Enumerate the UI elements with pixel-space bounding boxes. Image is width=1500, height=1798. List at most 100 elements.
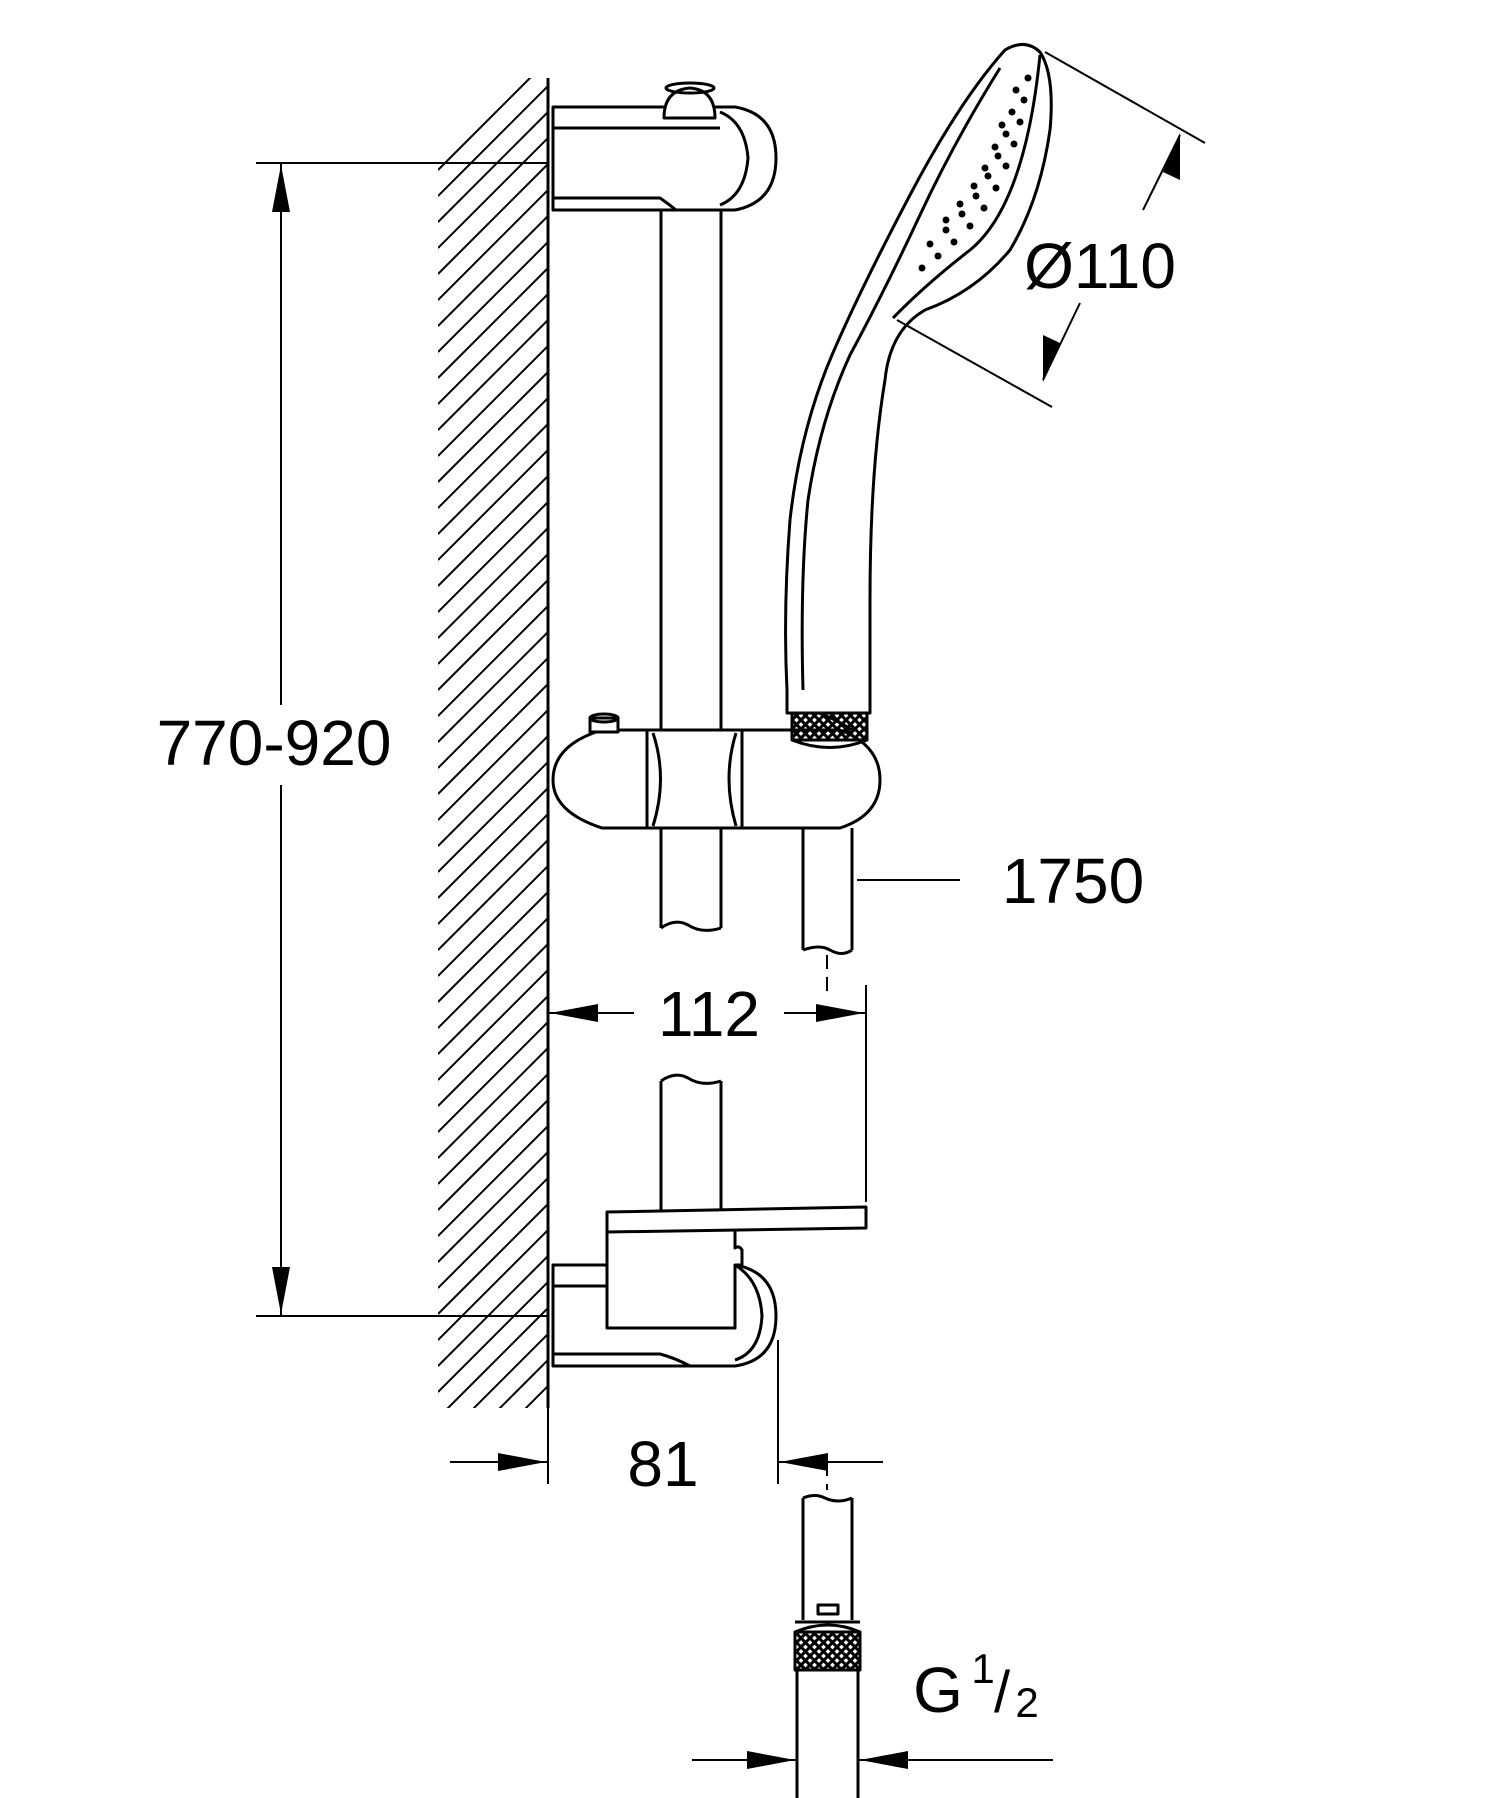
wall-hatch-line	[438, 917, 548, 1029]
spray-nozzle-dot	[981, 164, 989, 172]
wall-hatch-line	[438, 605, 548, 717]
wall-hatch-line	[438, 111, 548, 223]
dimension-height: 770-920	[140, 162, 548, 1317]
spray-nozzle-dot	[956, 200, 964, 208]
spray-nozzle-dot	[980, 204, 988, 212]
rail-tube-upper	[659, 210, 723, 932]
wall-hatch-line	[438, 163, 548, 275]
spray-nozzle-dot	[918, 264, 926, 272]
dimension-projection-112-label: 112	[658, 978, 760, 1050]
spray-nozzle-dot	[950, 238, 958, 246]
spray-nozzle-dot	[1002, 130, 1010, 138]
wall-hatch-line	[438, 1151, 548, 1263]
spray-nozzle-dot	[1012, 86, 1020, 94]
spray-nozzle-dot	[984, 172, 992, 180]
wall-hatch-line	[438, 683, 548, 795]
shower-hose-lower	[793, 1462, 862, 1798]
wall-hatch-line	[472, 1333, 548, 1408]
wall-hatch-line	[438, 449, 548, 561]
wall-hatch-line	[438, 839, 548, 951]
spray-nozzle-dot	[942, 216, 950, 224]
dimension-thread-label: G	[913, 1654, 963, 1726]
spray-nozzle-dot	[994, 152, 1002, 160]
wall-hatch-line	[438, 579, 548, 691]
wall-hatch-line	[438, 215, 548, 327]
spray-nozzle-dot	[958, 210, 966, 218]
wall-hatch-line	[446, 1307, 548, 1408]
dimension-thread: G 1 / 2	[692, 1645, 1053, 1769]
wall-hatch-line	[438, 891, 548, 1003]
dimension-height-label: 770-920	[157, 707, 392, 779]
spray-nozzle-dot	[998, 121, 1006, 129]
spray-nozzle-dot	[934, 252, 942, 260]
wall-hatch-line	[438, 761, 548, 873]
wall-hatch-line	[438, 137, 548, 249]
wall-hatch-line	[438, 943, 548, 1055]
wall-hatch-line	[438, 969, 548, 1081]
wall-hatching	[438, 78, 548, 1574]
hand-shower-body	[784, 43, 1053, 715]
wall-hatch-line	[438, 241, 548, 353]
wall-hatch-line	[438, 1464, 548, 1574]
dimension-projection-81-label: 81	[627, 1428, 698, 1500]
wall-hatch-line	[438, 1203, 548, 1315]
wall-hatch-line	[438, 813, 548, 925]
shower-slider-holder	[551, 705, 882, 830]
wall-hatch-line	[438, 995, 548, 1107]
dimension-thread-denominator: 2	[1015, 1679, 1038, 1726]
wall-hatch-line	[438, 1281, 548, 1393]
wall-hatch-line	[438, 1021, 548, 1133]
dimension-hose-length-label: 1750	[1002, 845, 1144, 917]
wall-hatch-line	[438, 1229, 548, 1341]
dimension-thread-numerator: 1	[971, 1645, 994, 1692]
spray-nozzles	[918, 74, 1032, 272]
wall	[438, 78, 550, 1574]
spray-nozzle-dot	[1020, 96, 1028, 104]
wall-hatch-line	[438, 1073, 548, 1185]
hand-shower	[784, 43, 1053, 749]
dimension-head-diameter: Ø110	[896, 51, 1206, 408]
wall-hatch-line	[438, 657, 548, 769]
hose-connection-nut	[793, 1630, 862, 1672]
wall-hatch-line	[438, 85, 548, 197]
dimension-head-diameter-label: Ø110	[1024, 230, 1176, 302]
spray-nozzle-dot	[1008, 108, 1016, 116]
spray-nozzle-dot	[942, 226, 950, 234]
wall-hatch-line	[438, 631, 548, 743]
spray-nozzle-dot	[1016, 118, 1024, 126]
spray-nozzle-dot	[991, 143, 999, 151]
wall-hatch-line	[438, 709, 548, 821]
spray-nozzle-dot	[1010, 140, 1018, 148]
wall-hatch-line	[438, 501, 548, 613]
wall-hatch-line	[438, 553, 548, 665]
bottom-bracket-soap-dish	[551, 1205, 868, 1368]
wall-hatch-line	[438, 319, 548, 431]
spray-nozzle-dot	[1002, 162, 1010, 170]
spray-nozzle-dot	[1024, 74, 1032, 82]
spray-nozzle-dot	[992, 184, 1000, 192]
wall-hatch-line	[438, 1099, 548, 1211]
hand-shower-knurl-nut	[790, 711, 869, 742]
dimension-projection-112: 112	[548, 978, 867, 1202]
wall-hatch-line	[438, 345, 548, 457]
wall-hatch-line	[524, 1385, 548, 1408]
wall-hatch-line	[498, 1359, 548, 1408]
wall-hatch-line	[438, 397, 548, 509]
top-wall-bracket	[551, 81, 778, 212]
spray-nozzle-dot	[966, 222, 974, 230]
wall-hatch-line	[438, 267, 548, 379]
wall-hatch-line	[438, 787, 548, 899]
wall-hatch-line	[438, 1177, 548, 1289]
wall-hatch-line	[438, 1412, 548, 1522]
wall-hatch-line	[438, 735, 548, 847]
wall-hatch-line	[438, 189, 548, 301]
dimension-thread-slash: /	[994, 1660, 1011, 1725]
slide-rail	[551, 81, 882, 1368]
dimension-projection-81: 81	[450, 1340, 883, 1500]
wall-hatch-line	[438, 423, 548, 535]
shower-hose-upper	[801, 828, 854, 993]
spray-nozzle-dot	[972, 192, 980, 200]
dimension-hose-length: 1750	[857, 845, 1144, 917]
wall-hatch-line	[438, 1047, 548, 1159]
